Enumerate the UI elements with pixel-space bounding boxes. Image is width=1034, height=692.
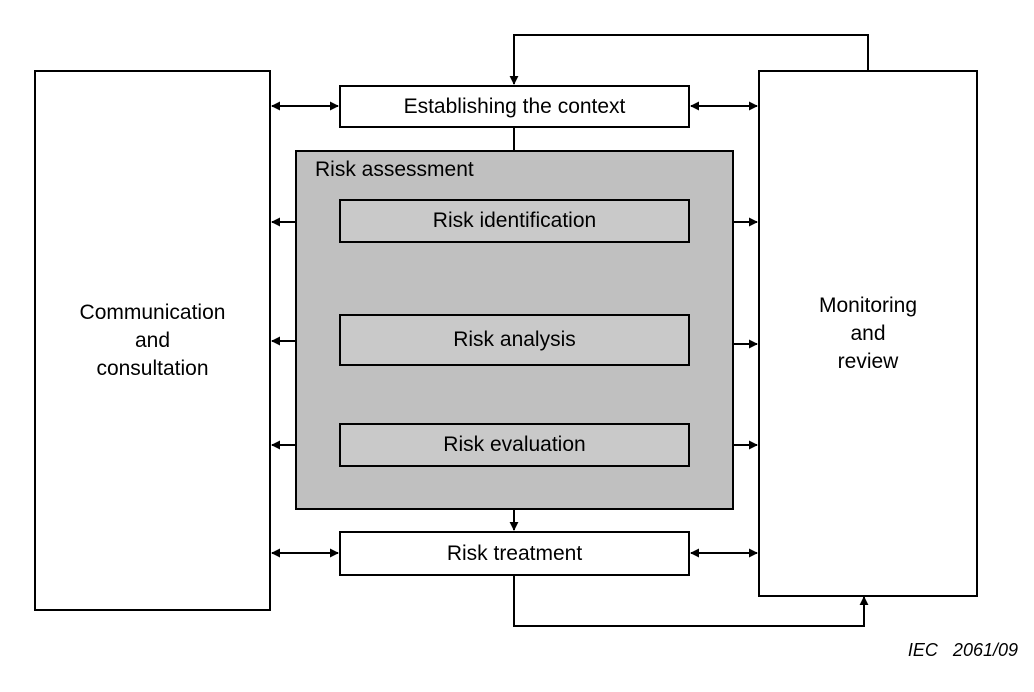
communication-consultation-box: Communication and consultation (34, 70, 271, 611)
step-risk-analysis: Risk analysis (339, 314, 690, 366)
step-risk-analysis-label: Risk analysis (453, 328, 576, 351)
step-risk-identification: Risk identification (339, 199, 690, 243)
monitoring-review-label: Monitoring and review (818, 293, 918, 373)
step-establishing-context-label: Establishing the context (403, 94, 626, 118)
risk-assessment-label: Risk assessment (315, 158, 474, 181)
step-risk-treatment: Risk treatment (339, 531, 690, 576)
arrow-monitoring-to-context (509, 34, 869, 85)
step-establishing-context: Establishing the context (339, 85, 690, 128)
step-risk-evaluation: Risk evaluation (339, 423, 690, 467)
step-risk-evaluation-label: Risk evaluation (443, 433, 586, 456)
step-risk-treatment-label: Risk treatment (446, 541, 583, 565)
communication-consultation-label: Communication and consultation (79, 300, 226, 380)
monitoring-review-box: Monitoring and review (758, 70, 978, 597)
step-risk-identification-label: Risk identification (432, 209, 597, 232)
figure-credit: IEC 2061/09 (907, 640, 1018, 660)
arrow-treatment-to-monitoring (513, 576, 869, 627)
